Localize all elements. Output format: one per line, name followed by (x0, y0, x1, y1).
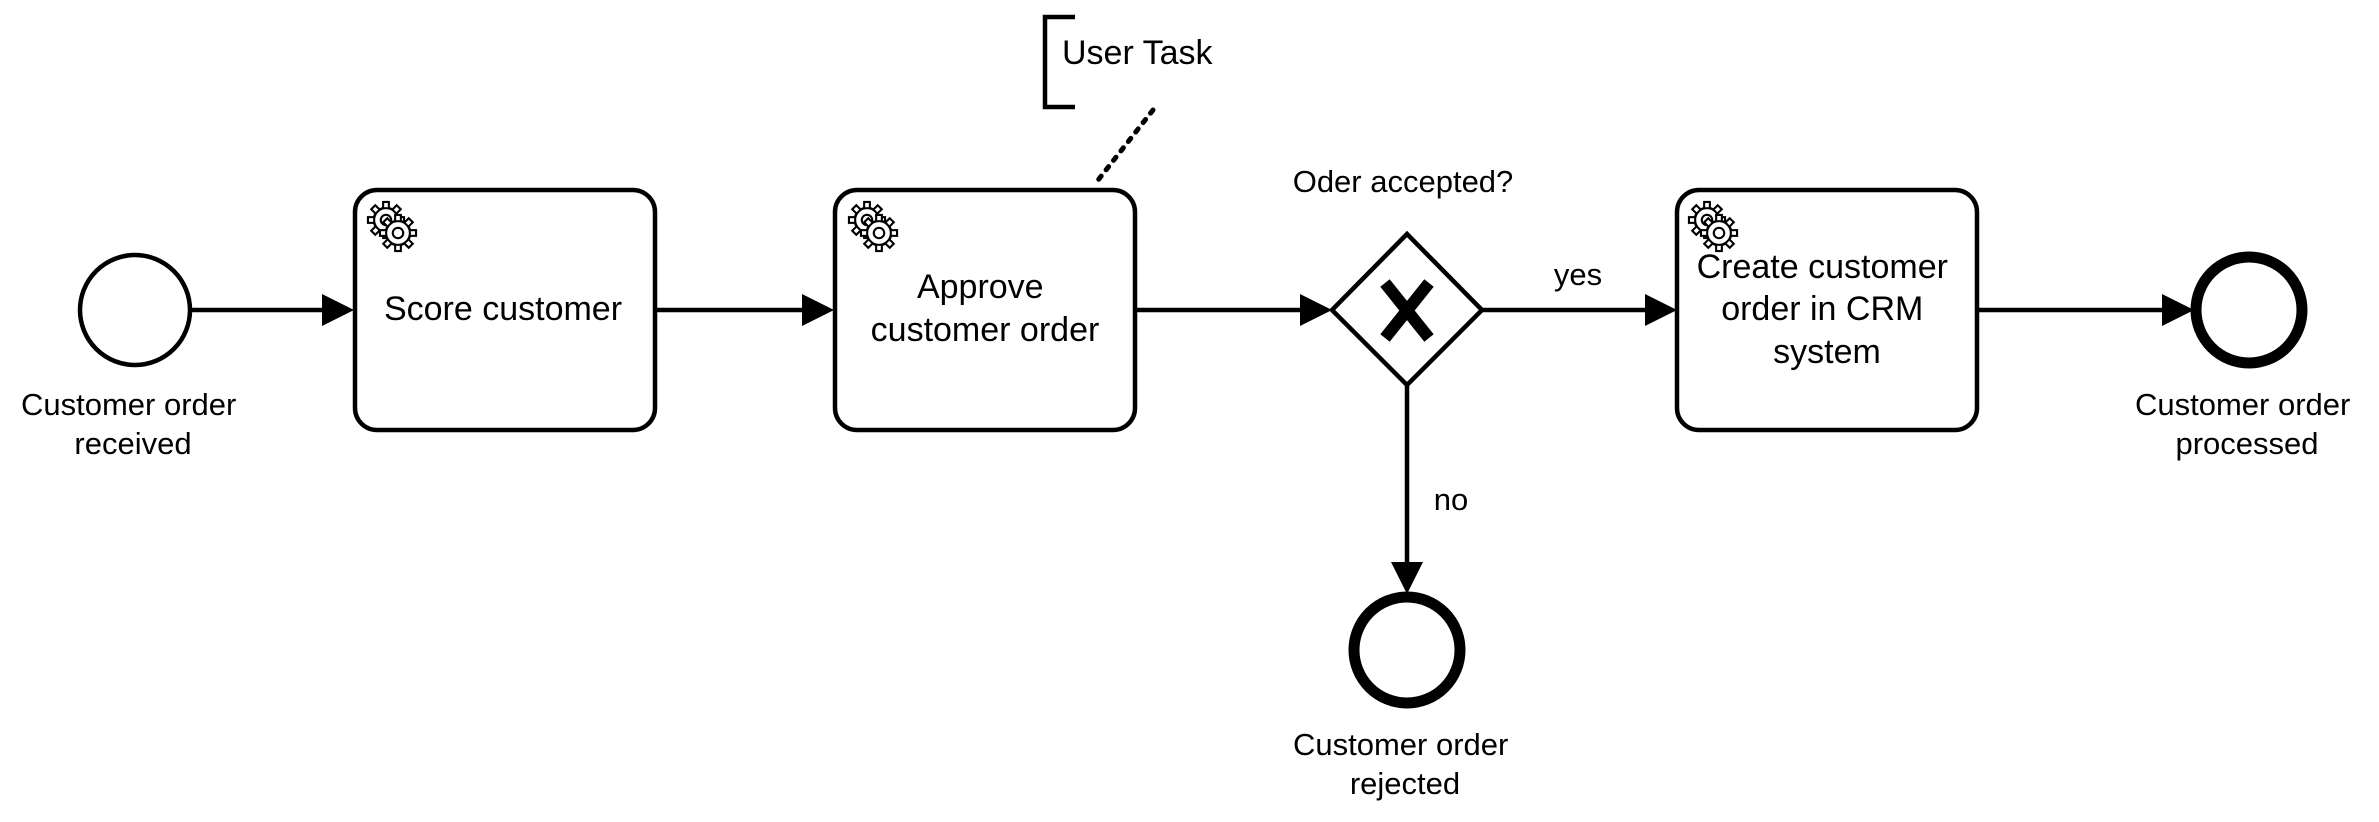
gateway-label: Oder accepted? (1293, 164, 1514, 199)
end-event-processed-label-line-2: processed (2175, 426, 2318, 461)
exclusive-gateway[interactable]: Oder accepted? (1293, 164, 1514, 389)
task-score-customer[interactable]: Score customer (352, 187, 658, 433)
end-event-processed[interactable] (2190, 251, 2308, 369)
arrowhead (1300, 294, 1332, 326)
task-box[interactable] (832, 187, 1138, 433)
flow-label-yes: yes (1554, 257, 1602, 292)
task-label: Create customer order in CRM system (1697, 248, 1958, 371)
task-create-customer-order[interactable]: Create customer order in CRM system (1674, 187, 1980, 433)
annotation-bracket (1042, 14, 1075, 110)
task-label-line-2: order in CRM (1721, 290, 1923, 328)
task-label-line-1: Score customer (384, 290, 622, 328)
text-annotation-user-task[interactable]: User Task (1042, 14, 1214, 187)
end-event-processed-label-line-1: Customer order (2135, 387, 2350, 422)
start-event[interactable] (77, 252, 193, 368)
task-label: Score customer (384, 290, 622, 328)
arrowhead (1645, 294, 1677, 326)
task-label-line-2: customer order (871, 311, 1100, 349)
annotation-text: User Task (1062, 34, 1214, 72)
flow-label-no: no (1434, 482, 1468, 517)
start-event-label-line-1: Customer order (21, 387, 236, 422)
sequence-flows (190, 294, 2194, 594)
arrowhead (2162, 294, 2194, 326)
start-event-label: Customer order received (21, 387, 245, 461)
task-box[interactable] (1674, 187, 1980, 433)
arrowhead (1391, 562, 1423, 594)
task-approve-customer-order[interactable]: Approve customer order (832, 187, 1138, 433)
arrowhead (802, 294, 834, 326)
start-event-label-line-2: received (74, 426, 191, 461)
gateway-x-marker (1380, 279, 1434, 342)
task-label-line-1: Approve (917, 268, 1044, 306)
end-event-rejected-label-line-2: rejected (1350, 766, 1460, 801)
end-event-processed-label: Customer order processed (2135, 387, 2359, 461)
annotation-association (1092, 107, 1156, 187)
task-box[interactable] (352, 187, 658, 433)
arrowhead (322, 294, 354, 326)
task-label: Approve customer order (871, 268, 1100, 349)
end-event-rejected-label: Customer order rejected (1293, 727, 1517, 801)
task-label-line-1: Create customer (1697, 248, 1948, 286)
end-event-rejected[interactable] (1348, 591, 1466, 709)
task-label-line-3: system (1773, 333, 1881, 371)
end-event-rejected-label-line-1: Customer order (1293, 727, 1508, 762)
